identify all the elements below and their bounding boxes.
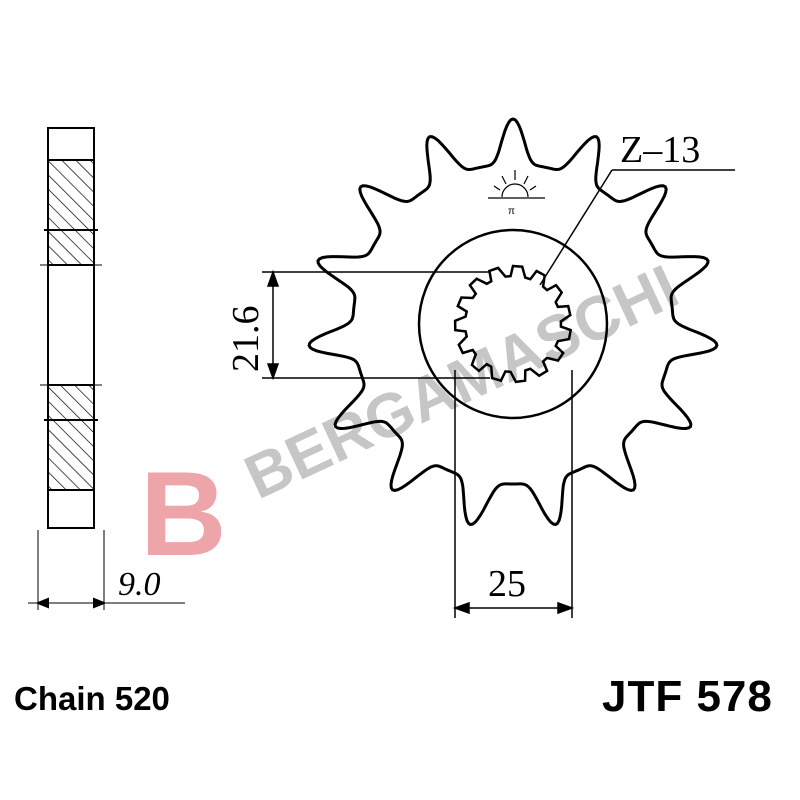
bore-inner-dimension <box>262 269 490 381</box>
chain-label: Chain 520 <box>14 680 170 717</box>
svg-text:π: π <box>508 206 515 217</box>
sprocket-outline <box>307 117 719 527</box>
teeth-leader <box>539 169 735 286</box>
watermark-text: BERGAMASCHI <box>235 252 689 513</box>
watermark: B BERGAMASCHI <box>140 252 688 581</box>
spline-bore <box>453 264 573 384</box>
teeth-count-label: Z–13 <box>620 129 700 171</box>
hub-circle <box>417 228 609 420</box>
bore-outer-dimension <box>452 370 575 618</box>
part-number: JTF 578 <box>602 672 773 721</box>
thickness-label: 9.0 <box>118 566 161 603</box>
bore-outer-label: 25 <box>488 563 526 605</box>
sun-symbol-icon: π <box>488 170 545 217</box>
watermark-logo: B <box>140 447 227 581</box>
bore-inner-label: 21.6 <box>225 306 267 373</box>
side-view <box>28 127 185 610</box>
